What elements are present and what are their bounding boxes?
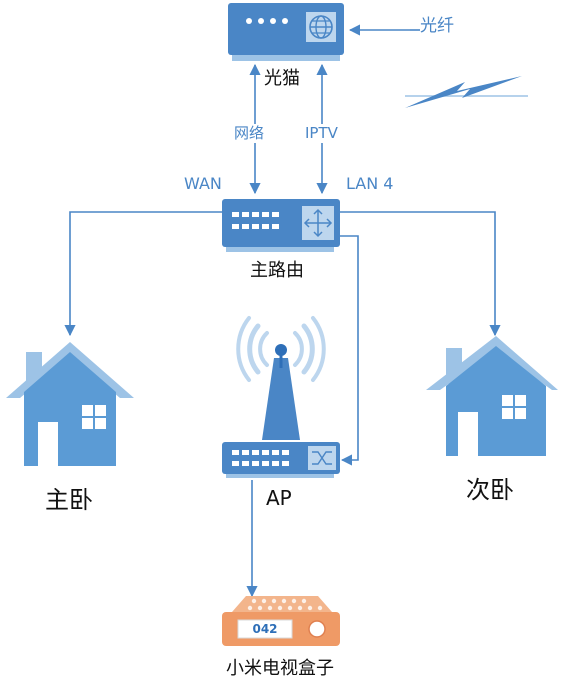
lan4-label: LAN 4: [346, 174, 394, 193]
router-to-master-link: [64, 211, 222, 337]
set-top-box-label: 小米电视盒子: [226, 658, 334, 679]
network-label: 网络: [234, 124, 265, 143]
master-bedroom-label: 主卧: [45, 486, 93, 514]
second-bedroom-label: 次卧: [466, 476, 514, 504]
fiber-label: 光纤: [420, 16, 454, 36]
access-point-icon: [222, 316, 340, 478]
wan-label: WAN: [184, 174, 222, 193]
set-top-box-icon: [222, 596, 340, 646]
iptv-label: IPTV: [305, 124, 338, 143]
modem-icon: [228, 3, 344, 61]
fiber-lightning-icon: [405, 29, 528, 108]
ap-label: AP: [266, 486, 292, 510]
router-icon: [222, 199, 340, 252]
router-label: 主路由: [250, 260, 304, 281]
set-top-box-display: 042: [252, 622, 278, 636]
router-to-ap-link: [340, 235, 359, 466]
master-bedroom-house-icon: [6, 342, 134, 466]
second-bedroom-house-icon: [426, 336, 558, 456]
modem-label: 光猫: [264, 68, 300, 89]
router-to-second-link: [340, 211, 501, 337]
